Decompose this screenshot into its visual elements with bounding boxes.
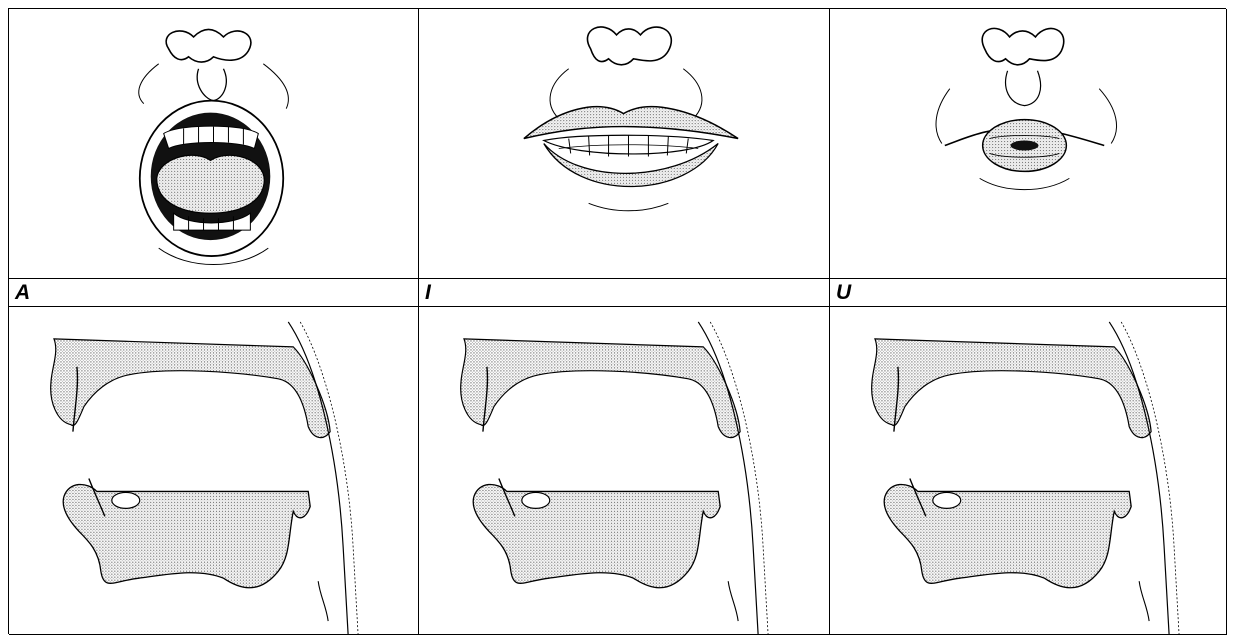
tongue-cell-u bbox=[830, 307, 1227, 635]
tongue-cell-i bbox=[419, 307, 830, 635]
mouth-cell-u bbox=[830, 9, 1227, 279]
mouth-cell-a bbox=[9, 9, 419, 279]
rounded-lips-illustration bbox=[830, 9, 1226, 278]
tongue-cell-a bbox=[9, 307, 419, 635]
vowel-table: A I U bbox=[8, 8, 1226, 634]
vowel-label-a: A bbox=[9, 279, 419, 307]
tongue-diagram-a bbox=[9, 307, 418, 634]
open-mouth-illustration bbox=[9, 9, 418, 278]
tongue-diagram-u bbox=[830, 307, 1226, 634]
vowel-label-u: U bbox=[830, 279, 1227, 307]
mouth-cell-i bbox=[419, 9, 830, 279]
tongue-diagram-i bbox=[419, 307, 829, 634]
vowel-label-i: I bbox=[419, 279, 830, 307]
spread-lips-illustration bbox=[419, 9, 829, 278]
